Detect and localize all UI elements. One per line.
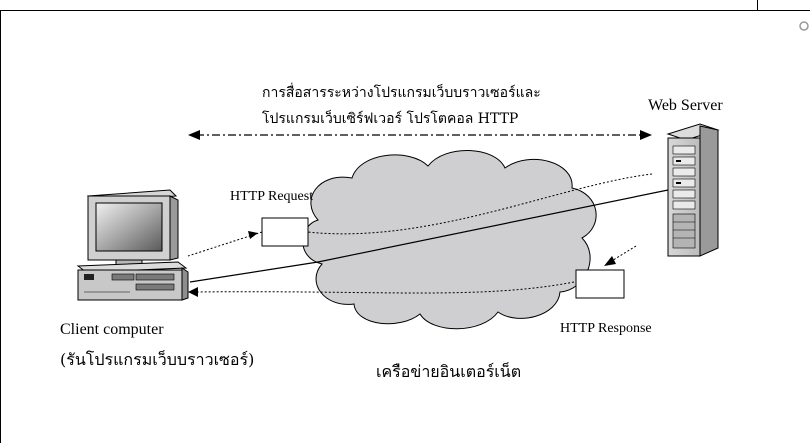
http-request-packet xyxy=(261,217,309,247)
web-server-label: Web Server xyxy=(648,97,723,114)
http-response-packet xyxy=(575,269,625,299)
frame-right-tick xyxy=(757,0,758,11)
internet-cloud-icon xyxy=(302,150,597,330)
caption-line-1: การสื่อสารระหว่างโปรแกรมเว็บบราวเซอร์และ xyxy=(262,85,541,101)
arrow-head-right-icon xyxy=(640,130,652,140)
client-label: Client computer xyxy=(60,321,164,338)
corner-mark-icon xyxy=(799,21,809,31)
internet-label: เครือข่ายอินเตอร์เน็ต xyxy=(376,362,522,381)
frame-right-tab xyxy=(757,10,810,11)
tower-server-icon xyxy=(666,123,720,257)
client-sublabel: (รันโปรแกรมเว็บบราวเซอร์) xyxy=(60,350,255,369)
desktop-computer-icon xyxy=(76,189,189,301)
arrow-head-left-icon xyxy=(188,130,200,140)
frame-left-border xyxy=(0,10,1,443)
frame-top-border xyxy=(0,10,757,11)
connection-lines xyxy=(187,173,669,297)
http-request-label: HTTP Request xyxy=(230,189,314,204)
communication-arrow xyxy=(188,130,652,140)
caption-line-2: โปรแกรมเว็บเซิร์ฟเวอร์ โปรโตคอล HTTP xyxy=(262,111,519,127)
http-response-label: HTTP Response xyxy=(560,321,652,336)
